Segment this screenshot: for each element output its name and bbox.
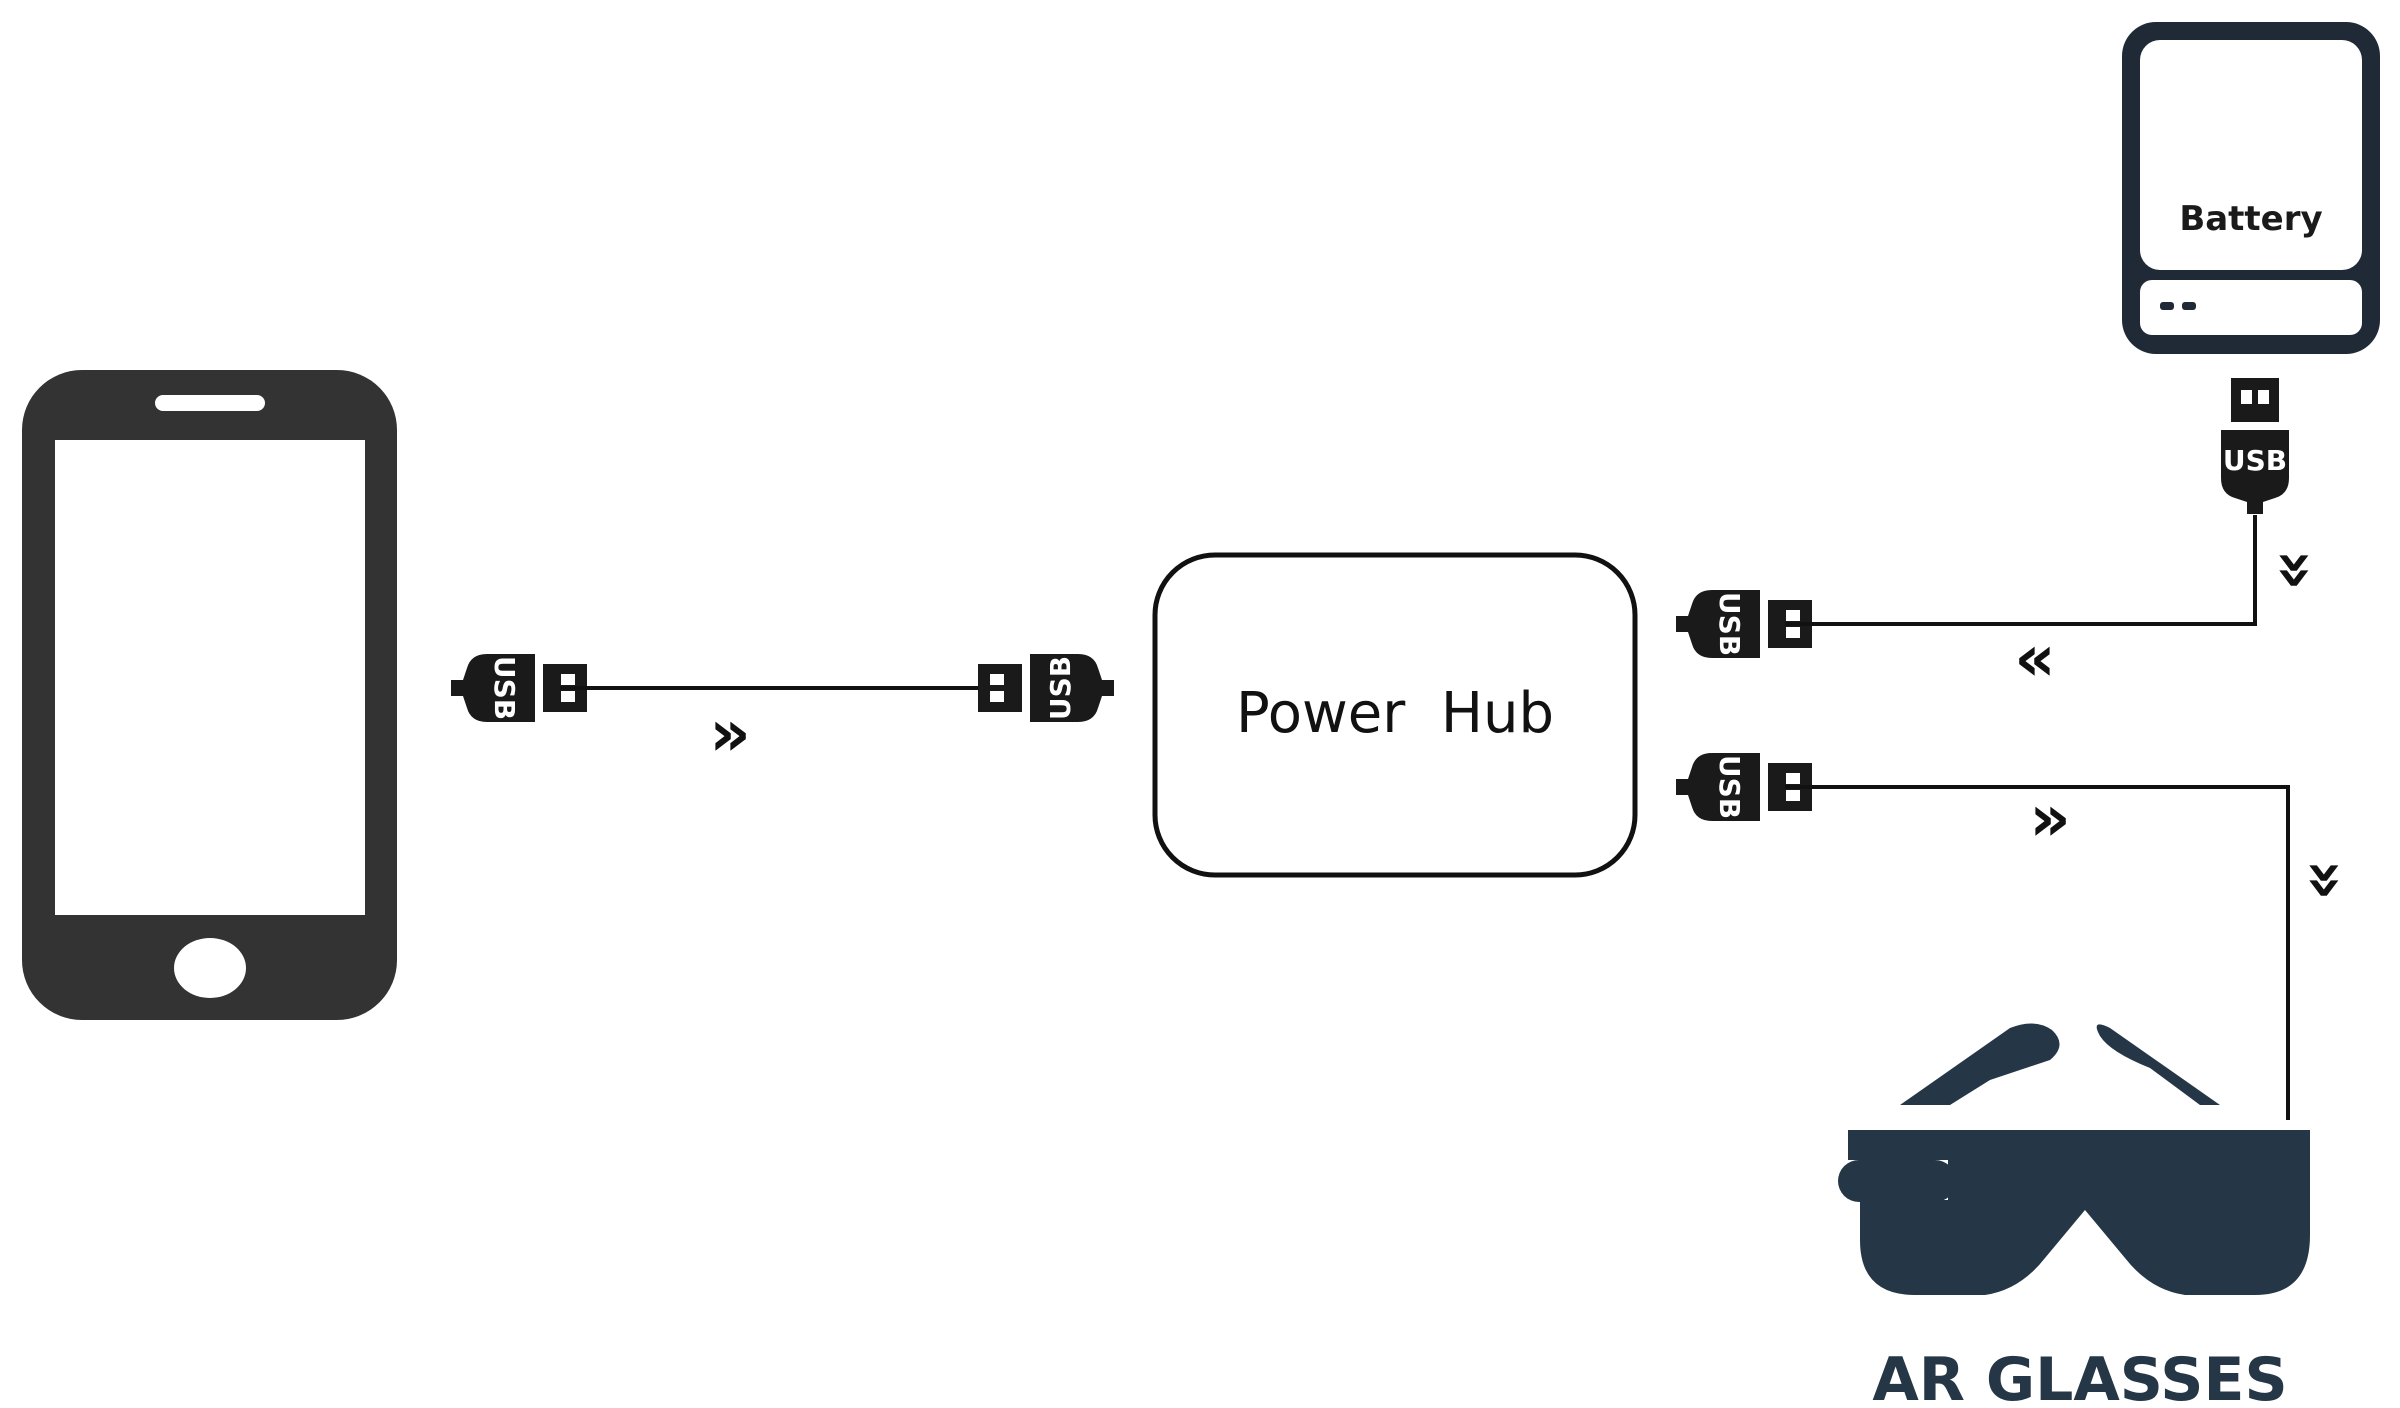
smartphone-icon — [22, 370, 397, 1020]
ar-glasses-label: AR GLASSES — [1872, 1345, 2287, 1408]
phone-usb-plug: USB — [451, 654, 587, 722]
hub-battery-usb-plug: USB — [1676, 590, 1812, 658]
hub-input-usb-plug: USB — [978, 654, 1114, 722]
battery-usb-plug: USB — [2221, 378, 2289, 514]
power-hub-box: Power Hub — [1152, 552, 1638, 878]
cable-hub-battery — [1785, 515, 2257, 626]
usb-label: USB — [1713, 592, 1746, 656]
flow-arrow-battery-to-hub: » — [2014, 622, 2055, 696]
battery-pack-icon: Battery — [2122, 22, 2380, 354]
battery-label: Battery — [2179, 199, 2322, 239]
flow-arrow-battery-down: » — [2259, 549, 2333, 590]
usb-label: USB — [1713, 755, 1746, 819]
usb-label: USB — [2223, 444, 2287, 477]
usb-label: USB — [1044, 656, 1077, 720]
flow-arrow-phone-to-hub: » — [709, 697, 750, 771]
hub-glasses-usb-plug: USB — [1676, 753, 1812, 821]
usb-label: USB — [488, 656, 521, 720]
power-hub-label: Power Hub — [1236, 681, 1554, 746]
ar-glasses-icon: AR GLASSES — [1838, 1023, 2310, 1408]
flow-arrow-glasses-down: » — [2289, 859, 2363, 900]
flow-arrow-hub-to-glasses: » — [2029, 782, 2070, 856]
cable-hub-glasses — [1785, 785, 2290, 1120]
